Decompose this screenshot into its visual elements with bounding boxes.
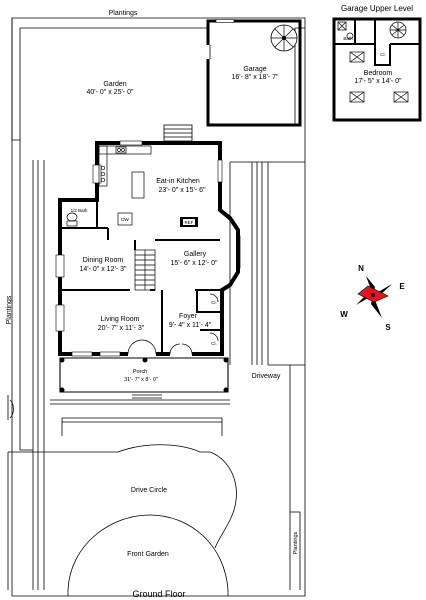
- closet-1-label: Cl.: [211, 300, 217, 305]
- driveway-label: Driveway: [252, 373, 281, 380]
- porch-dims: 31'- 7" x 8'- 0": [124, 377, 158, 383]
- spiral-stair: [270, 24, 298, 52]
- garden-dims: 40'- 0" x 25'- 0": [87, 89, 134, 96]
- upper-bedroom-name: Bedroom: [364, 70, 393, 77]
- foyer-dims: 9'- 4" x 11'- 4": [169, 322, 212, 329]
- plantings-left-label: Plantings: [6, 295, 13, 324]
- upper-bath-label: Bath: [343, 36, 353, 41]
- compass-s-label: S: [385, 323, 391, 332]
- compass-n-label: N: [358, 264, 364, 273]
- plantings-top-label: Plantings: [109, 10, 138, 17]
- kitchen-counters: [98, 145, 198, 227]
- garden-name: Garden: [103, 81, 126, 88]
- appliance-dw-label: DW: [121, 217, 129, 222]
- compass-rose: [356, 276, 392, 318]
- site-outline: [7, 17, 306, 597]
- ground-floor-title: Ground Floor: [132, 589, 185, 599]
- half-bath-fixtures: [66, 212, 78, 227]
- plantings-right-label: Plantings: [293, 531, 299, 554]
- drive-circle-label: Drive Circle: [131, 487, 167, 494]
- dining-dims: 14'- 0" x 12'- 3": [80, 266, 127, 273]
- compass-w-label: W: [340, 310, 348, 319]
- closet-2-label: Cl.: [211, 341, 217, 346]
- garage-upper-title: Garage Upper Level: [341, 4, 413, 13]
- half-bath-label: 1/2 Bath: [71, 208, 88, 213]
- living-name: Living Room: [101, 316, 140, 323]
- front-garden-label: Front Garden: [127, 551, 169, 558]
- kitchen-dims: 23'- 0" x 15'- 6": [159, 187, 206, 194]
- porch: [59, 357, 229, 399]
- gallery-name: Gallery: [184, 251, 207, 258]
- upper-bedroom-dims: 17'- 5" x 14'- 0": [355, 78, 402, 85]
- kitchen-name: Eat-in Kitchen: [156, 178, 200, 185]
- porch-name: Porch: [133, 369, 147, 375]
- upper-closet-label: Cl.: [380, 52, 386, 57]
- back-steps: [163, 124, 193, 144]
- garage-upper-level: [332, 17, 422, 122]
- foyer-name: Foyer: [179, 313, 198, 320]
- garage-name: Garage: [243, 66, 266, 73]
- appliance-ref-label: REF: [185, 220, 194, 225]
- main-stairs: [134, 249, 156, 291]
- garage-dims: 16'- 8" x 18'- 7": [232, 74, 279, 81]
- living-dims: 20'- 7" x 11'- 3": [98, 325, 145, 332]
- garage: [205, 19, 302, 127]
- house: [55, 124, 241, 399]
- compass-e-label: E: [399, 282, 405, 291]
- gallery-dims: 15'- 6" x 12'- 0": [171, 260, 218, 267]
- dining-name: Dining Room: [83, 257, 124, 264]
